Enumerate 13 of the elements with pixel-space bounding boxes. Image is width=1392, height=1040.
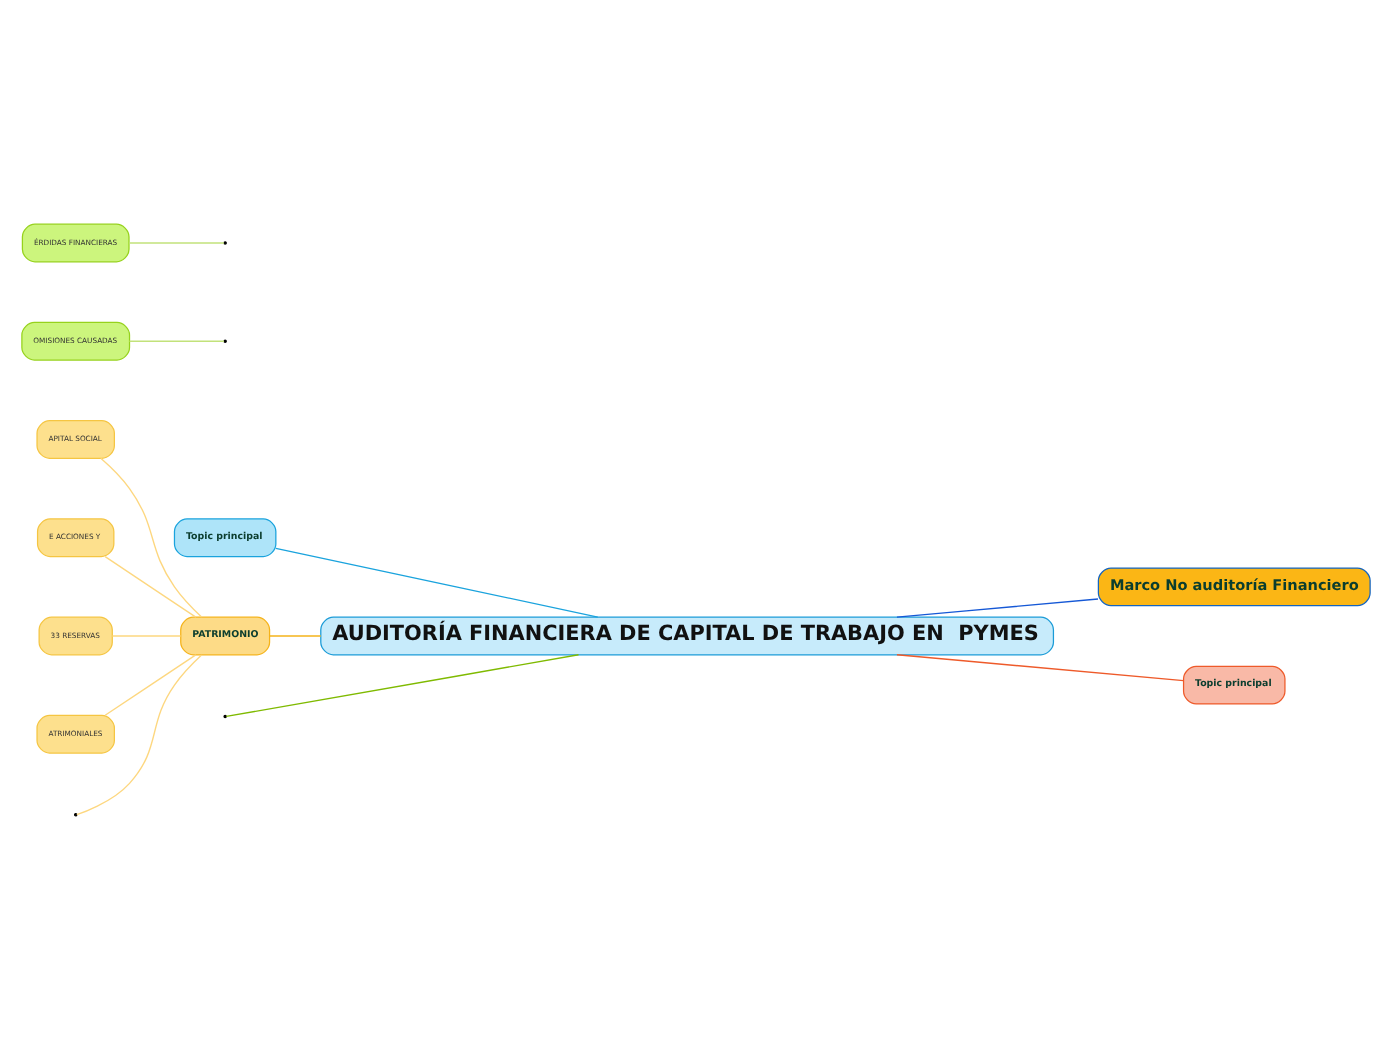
- connector: [896, 654, 1185, 682]
- connector: [128, 340, 225, 342]
- connector: [76, 654, 203, 816]
- connector: [128, 242, 225, 244]
- connector: [100, 457, 203, 618]
- connector: [896, 598, 1099, 618]
- connector: [104, 556, 197, 618]
- connector: [104, 654, 197, 716]
- connector: [269, 635, 322, 637]
- connector: [111, 635, 182, 637]
- connector: [225, 654, 580, 718]
- connector: [275, 547, 599, 618]
- node-box: AUDITORÍA FINANCIERA DE CAPITAL DE TRABAJO EN PYMES: [320, 616, 1055, 656]
